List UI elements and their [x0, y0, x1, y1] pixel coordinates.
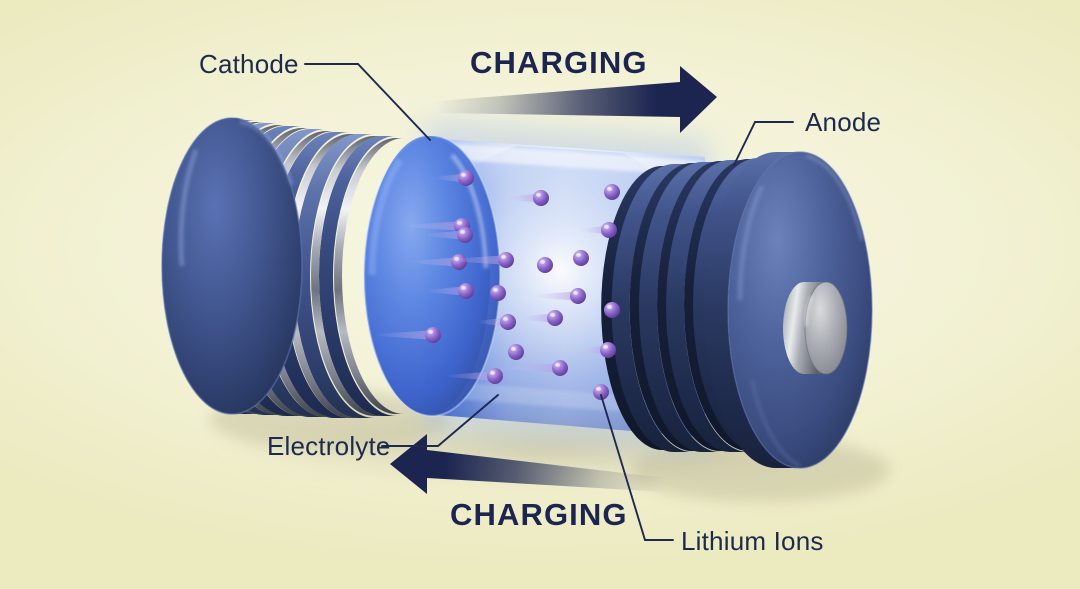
lithium-ion: [508, 344, 524, 360]
cathode-disc-stack: [161, 117, 404, 418]
lithium-ion: [502, 190, 549, 206]
ion-highlight: [490, 371, 496, 375]
lithium-ion: [578, 342, 616, 358]
ion-trail: [405, 221, 462, 231]
lithium-ion: [447, 368, 503, 384]
label-cathode: Cathode: [199, 49, 299, 79]
lithium-ion: [604, 184, 620, 200]
ion-highlight: [428, 330, 434, 334]
lithium-ion: [436, 170, 474, 186]
lithium-ion: [530, 288, 586, 304]
ion-sphere: [458, 170, 474, 186]
lithium-ion: [376, 327, 441, 343]
ion-highlight: [573, 291, 579, 295]
ion-sphere: [573, 250, 589, 266]
ion-trail: [411, 257, 459, 267]
ion-sphere: [425, 327, 441, 343]
leader-cathode: [304, 63, 431, 141]
ion-trail: [426, 230, 465, 240]
lithium-ion: [490, 285, 506, 301]
lithium-ion: [537, 257, 553, 273]
ion-highlight: [603, 345, 609, 349]
lithium-ion: [516, 310, 563, 326]
ion-highlight: [460, 230, 466, 234]
anode-assembly[interactable]: [601, 151, 873, 469]
lithium-ion: [478, 314, 516, 330]
ion-trail: [530, 291, 578, 301]
ion-sphere: [508, 344, 524, 360]
ion-highlight: [604, 225, 610, 229]
cathode-assembly[interactable]: [161, 117, 501, 418]
lithium-ion: [593, 384, 609, 400]
ion-sphere: [604, 302, 620, 318]
anode-terminal: [783, 281, 848, 375]
ion-highlight: [503, 317, 509, 321]
ion-highlight: [596, 387, 602, 391]
ion-sphere: [458, 283, 474, 299]
ion-highlight: [555, 363, 561, 367]
charging-label-top: CHARGING: [470, 45, 648, 80]
ion-sphere: [552, 360, 568, 376]
label-lithium-ions: Lithium Ions: [681, 526, 824, 556]
ion-sphere: [547, 310, 563, 326]
label-anode: Anode: [805, 107, 882, 137]
ion-sphere: [500, 314, 516, 330]
charging-arrow-top: [437, 66, 717, 133]
lithium-ion: [573, 250, 589, 266]
ion-sphere: [487, 368, 503, 384]
ion-highlight: [536, 193, 542, 197]
ion-highlight: [457, 221, 463, 225]
ion-highlight: [540, 260, 546, 264]
lithium-ion: [579, 222, 617, 238]
ion-sphere: [570, 288, 586, 304]
ion-trail: [447, 371, 495, 381]
ion-highlight: [607, 305, 613, 309]
ion-sphere: [537, 257, 553, 273]
ion-trail: [449, 255, 506, 265]
ion-highlight: [501, 255, 507, 259]
ion-sphere: [604, 184, 620, 200]
leader-lines: [304, 63, 794, 541]
ion-trail: [376, 330, 433, 340]
lithium-ion: [426, 227, 473, 243]
ion-sphere: [533, 190, 549, 206]
leader-electrolyte: [381, 394, 499, 447]
ion-highlight: [461, 173, 467, 177]
ion-highlight: [576, 253, 582, 257]
ion-sphere: [490, 285, 506, 301]
ion-trail: [502, 193, 541, 203]
ion-highlight: [493, 288, 499, 292]
charging-label-bottom: CHARGING: [450, 497, 628, 532]
ion-sphere: [601, 222, 617, 238]
ion-highlight: [461, 286, 467, 290]
lithium-ion: [449, 252, 514, 268]
lithium-ion: [503, 360, 568, 376]
lithium-ion: [604, 302, 620, 318]
ion-trail: [516, 313, 555, 323]
ion-sphere: [498, 252, 514, 268]
leader-anode: [733, 121, 794, 166]
ion-trail: [427, 286, 466, 296]
ion-sphere: [457, 227, 473, 243]
ion-trail: [503, 363, 560, 373]
lithium-ion: [411, 254, 467, 270]
ion-highlight: [550, 313, 556, 317]
ion-sphere: [600, 342, 616, 358]
label-electrolyte: Electrolyte: [267, 431, 391, 461]
lithium-ion: [427, 283, 474, 299]
ion-highlight: [607, 187, 613, 191]
charging-arrow-bottom: [390, 434, 666, 494]
ion-highlight: [511, 347, 517, 351]
leader-lithium-ions: [600, 394, 674, 541]
lithium-ion-layer: [376, 170, 620, 400]
